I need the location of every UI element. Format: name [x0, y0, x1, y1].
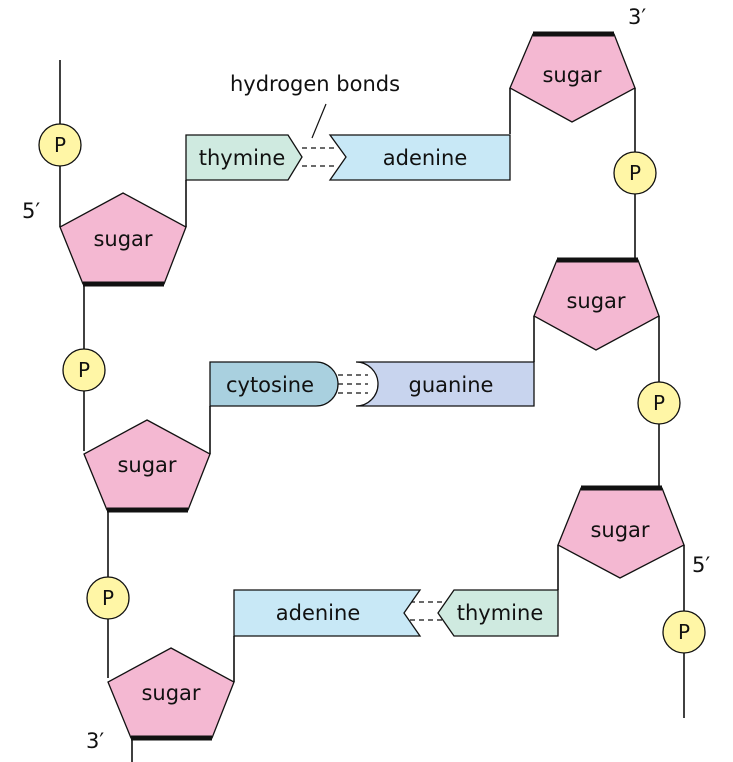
- adenine-shape: [233, 589, 422, 637]
- base-adenine-top: adenine: [328, 134, 511, 181]
- thymine-shape: [185, 134, 303, 181]
- five-prime-label-left: 5′: [22, 199, 40, 223]
- thymine-shape: [437, 589, 559, 637]
- sugar-label: sugar: [566, 289, 625, 313]
- guanine-label: guanine: [409, 373, 494, 397]
- sugar-label: sugar: [117, 453, 176, 477]
- thymine-label: thymine: [199, 146, 286, 170]
- base-thymine-top: thymine: [185, 134, 303, 181]
- phosphate-label: P: [78, 358, 90, 382]
- five-prime-label-right: 5′: [692, 553, 710, 577]
- sugar-left-3: sugar: [107, 647, 235, 741]
- phosphate-label: P: [102, 586, 114, 610]
- sugar-left-1: sugar: [59, 192, 187, 287]
- phosphate-right-1: P: [613, 151, 657, 195]
- base-cytosine: cytosine: [209, 361, 339, 407]
- adenine-shape: [328, 134, 511, 181]
- adenine-label: adenine: [383, 146, 468, 170]
- sugar-left-2: sugar: [83, 419, 211, 513]
- hydrogen-bonds-label: hydrogen bonds: [230, 72, 400, 96]
- phosphate-label: P: [653, 391, 665, 415]
- phosphate-label: P: [54, 133, 66, 157]
- hydrogen-bonds-pointer: [311, 103, 327, 139]
- cytosine-shape: [209, 361, 339, 407]
- sugar-label: sugar: [141, 681, 200, 705]
- thymine-label: thymine: [457, 601, 544, 625]
- three-prime-label-left: 3′: [86, 729, 104, 753]
- adenine-label: adenine: [276, 601, 361, 625]
- phosphate-right-2: P: [637, 381, 681, 425]
- phosphate-left-2: P: [62, 348, 106, 392]
- base-adenine-bottom: adenine: [233, 589, 422, 637]
- phosphate-label: P: [678, 620, 690, 644]
- phosphate-right-3: P: [662, 610, 706, 654]
- sugar-right-2: sugar: [533, 257, 660, 351]
- phosphate-label: P: [629, 161, 641, 185]
- sugar-label: sugar: [542, 63, 601, 87]
- base-guanine: guanine: [355, 361, 535, 407]
- sugar-label: sugar: [590, 518, 649, 542]
- hydrogen-bonds: [302, 147, 446, 621]
- guanine-shape: [355, 361, 535, 407]
- sugar-right-1: sugar: [509, 31, 636, 123]
- three-prime-label-right: 3′: [628, 5, 646, 29]
- phosphate-left-3: P: [86, 576, 130, 620]
- cytosine-label: cytosine: [226, 373, 314, 397]
- phosphate-left-1: P: [38, 123, 82, 167]
- base-thymine-bottom: thymine: [437, 589, 559, 637]
- sugar-label: sugar: [93, 227, 152, 251]
- sugar-right-3: sugar: [557, 485, 685, 579]
